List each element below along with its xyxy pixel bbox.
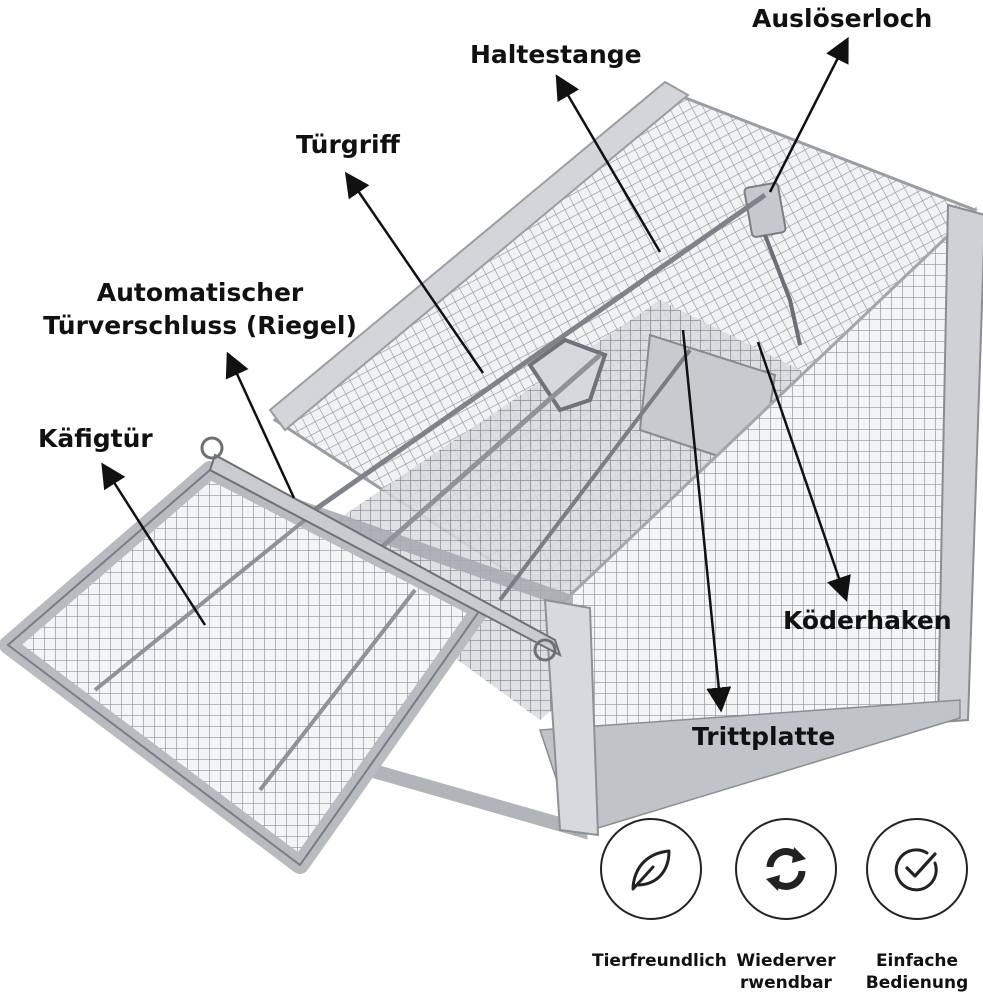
- door-brace-2: [258, 588, 417, 792]
- label-auto-lock: Automatischer Türverschluss (Riegel): [30, 276, 370, 342]
- feature-label: Wiederver rwendbar: [727, 950, 845, 994]
- feature-easy-use: Einfache Bedienung: [858, 818, 976, 994]
- door-handle-bar: [348, 353, 602, 577]
- label-holding-rod: Haltestange: [470, 40, 642, 69]
- feature-reusable: Wiederver rwendbar: [727, 818, 845, 994]
- feature-label-line1: Wiederver: [736, 951, 836, 971]
- recycle-arrows-icon: [766, 847, 806, 891]
- arrow-treadle: [681, 329, 732, 713]
- leaf-icon: [631, 849, 671, 891]
- label-auto-lock-line1: Automatischer: [96, 278, 304, 307]
- door-brace-1: [93, 518, 307, 692]
- label-trigger-hole: Auslöserloch: [752, 4, 933, 33]
- label-cage-door: Käfigtür: [38, 424, 153, 453]
- feature-label: Einfache Bedienung: [858, 950, 976, 994]
- arrow-trigger-hole: [768, 36, 849, 193]
- trigger-hole-plate: [743, 182, 787, 238]
- label-treadle: Trittplatte: [692, 722, 836, 751]
- label-bait-hook: Köderhaken: [783, 606, 952, 635]
- arrow-auto-lock: [225, 351, 296, 499]
- check-circle-icon: [894, 848, 938, 892]
- door-handle-shape: [527, 337, 608, 413]
- feature-circle: [735, 818, 837, 920]
- arrow-holding-rod: [555, 74, 662, 253]
- treadle-link-wire: [498, 348, 692, 602]
- corner-post: [543, 598, 600, 837]
- arrow-cage-door: [101, 462, 207, 626]
- feature-circle: [600, 818, 702, 920]
- holding-rod-wire: [298, 192, 767, 523]
- arrow-bait-hook: [756, 341, 851, 602]
- label-auto-lock-line2: Türverschluss (Riegel): [43, 311, 357, 340]
- feature-label-line2: rwendbar: [740, 973, 832, 993]
- feature-label-line1: Einfache: [875, 951, 959, 971]
- feature-circle: [866, 818, 968, 920]
- arrow-door-handle: [344, 171, 485, 374]
- cage-top-rail: [268, 80, 690, 432]
- hinge-left: [200, 436, 224, 460]
- bait-hook-wire: [763, 234, 802, 346]
- hinge-right: [533, 638, 557, 662]
- feature-label-line1: Tierfreundlich: [592, 951, 727, 971]
- latch-bar: [208, 453, 562, 658]
- feature-animal-friendly: Tierfreundlich: [592, 818, 727, 972]
- feature-label: Tierfreundlich: [592, 950, 727, 972]
- label-door-handle: Türgriff: [296, 130, 400, 159]
- feature-label-line2: Bedienung: [865, 973, 969, 993]
- callout-arrows: [101, 36, 851, 713]
- cage-end-frame: [936, 203, 983, 724]
